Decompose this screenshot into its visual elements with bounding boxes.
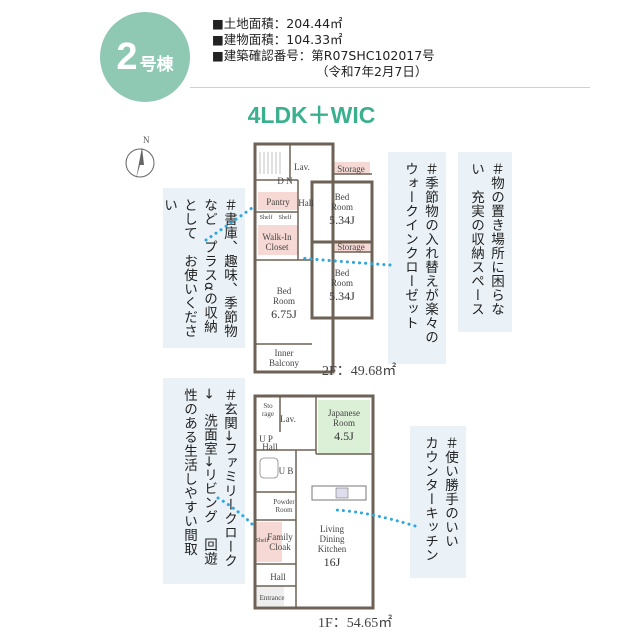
f2-bed2-size: 5.34J [329, 289, 355, 303]
f1-lav: Lav. [280, 414, 296, 424]
f1-living-size: 16J [324, 555, 341, 569]
f2-bed3-a: Bed [277, 286, 292, 296]
note-kitchen: ＃使い勝手のいい カウンターキッチン [410, 426, 466, 578]
f2-hall: Hall [298, 198, 314, 208]
f2-lav: Lav. [294, 162, 310, 172]
f1-powder-a: Powder [273, 498, 295, 506]
f2-storage2: Storage [337, 242, 365, 252]
f1-living-c: Kitchen [318, 544, 347, 554]
note-study: ＃書庫、趣味、季節物など プラスαの収納として お使いください [161, 188, 245, 348]
permit-number: ■建築確認番号：第R07SHC102017号 [212, 48, 435, 63]
f1-hall1: Hall [262, 442, 278, 452]
f1-ub: U B [279, 466, 294, 476]
f1-family-a: Family [267, 532, 293, 542]
f1-jp-b: Room [333, 418, 355, 428]
floor1-plan: Sto rage Lav. U P Hall Japanese Room 4.5… [250, 392, 380, 621]
note-circulation: ＃玄関→ファミリークローク→ 洗面室→リビング 回遊性のある生活しやすい間取 [163, 378, 245, 584]
building-number: 2 [116, 35, 138, 78]
f2-bed3-b: Room [273, 296, 295, 306]
f1-up: U P [259, 434, 273, 444]
f2-bed1-size: 5.34J [329, 213, 355, 227]
floor1-area: 1F：54.65㎡ [318, 616, 393, 631]
f2-shelf2: Shelf [279, 214, 292, 221]
f2-bed2-b: Room [331, 278, 353, 288]
f2-pantry: Pantry [266, 197, 290, 207]
land-area: ■土地面積：204.44㎡ [212, 16, 343, 31]
f1-powder-b: Room [275, 506, 293, 514]
building-number-badge: 2 号棟 [100, 12, 190, 102]
compass-icon: N [120, 135, 160, 189]
building-suffix: 号棟 [139, 54, 174, 75]
f2-bed3-size: 6.75J [271, 307, 297, 321]
layout-title: 4LDK＋WIC [247, 102, 376, 128]
f2-bed2-a: Bed [335, 268, 350, 278]
f1-living-a: Living [320, 524, 344, 534]
f2-storage1: Storage [337, 164, 365, 174]
f1-jp-a: Japanese [328, 408, 360, 418]
f2-bed1-a: Bed [335, 192, 350, 202]
f2-balcony-a: Inner [275, 348, 294, 358]
f1-jp-size: 4.5J [334, 429, 354, 443]
f2-dn: D N [277, 176, 293, 186]
compass-label: N [143, 135, 150, 145]
f1-living-b: Dining [319, 534, 345, 544]
note-walkin: ＃季節物の入れ替えが楽々の ウォークインクローゼット [388, 152, 446, 364]
building-area: ■建物面積：104.33㎡ [212, 32, 343, 47]
f2-balcony-b: Balcony [269, 358, 299, 368]
f1-sto-b: rage [262, 410, 274, 418]
f1-family-b: Cloak [269, 542, 291, 552]
floor2-area: 2F：49.68㎡ [322, 364, 397, 379]
f2-bed1-b: Room [331, 202, 353, 212]
header-divider [190, 87, 590, 88]
note-storage: ＃物の置き場所に困らない 充実の収納スペース [458, 152, 512, 332]
permit-date: （令和7年2月7日） [316, 64, 428, 79]
f1-sto-a: Sto [263, 402, 273, 410]
f1-entrance: Entrance [260, 594, 285, 602]
floor2-plan: D N Lav. Storage Pantry Shelf Shelf Hall… [250, 142, 380, 381]
f1-hall2: Hall [270, 572, 286, 582]
f2-wic-b: Closet [265, 242, 289, 252]
spec-list: ■土地面積：204.44㎡ ■建物面積：104.33㎡ ■建築確認番号：第R07… [212, 16, 435, 80]
f1-shelf: Shelf [256, 537, 269, 544]
f2-shelf1: Shelf [260, 214, 273, 221]
f2-wic-a: Walk-In [262, 232, 292, 242]
